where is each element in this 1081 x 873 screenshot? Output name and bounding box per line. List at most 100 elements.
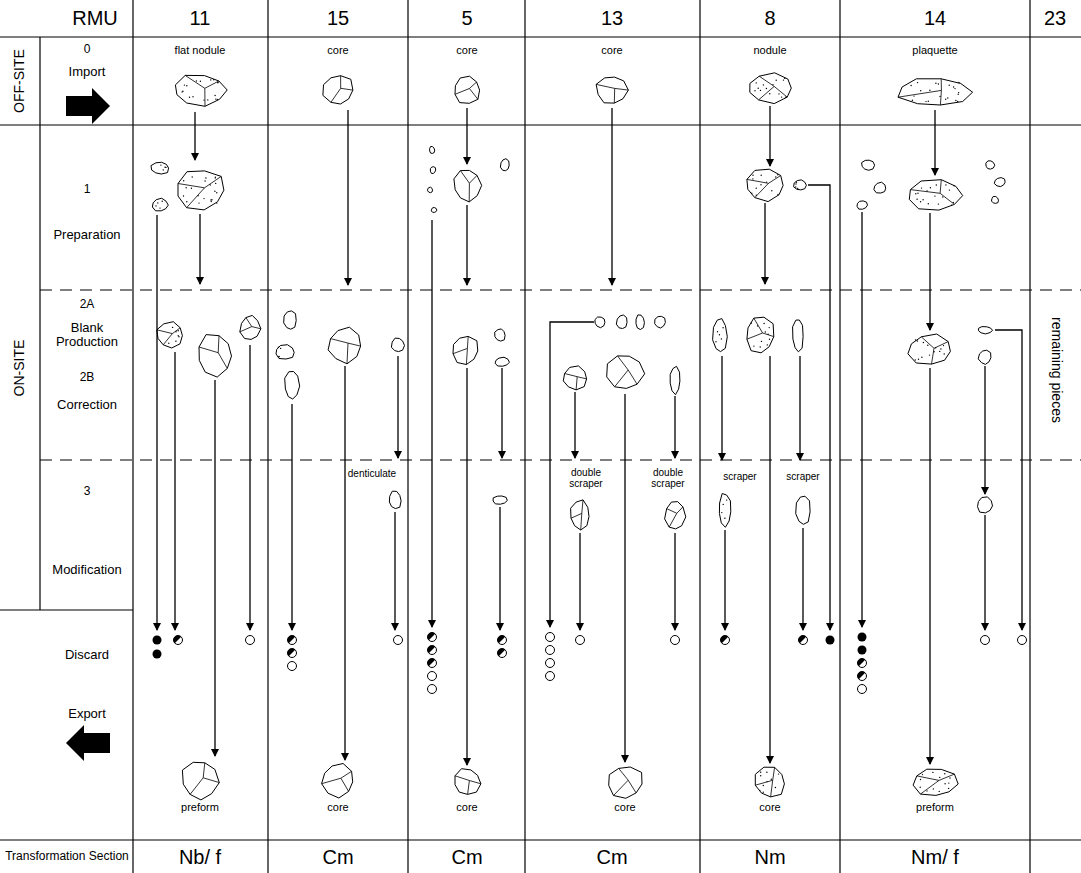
cortex-dot	[944, 783, 945, 784]
table-label: core	[614, 801, 635, 813]
cortex-dot	[927, 345, 928, 346]
table-label: 14	[924, 7, 946, 29]
lithic-sketch	[609, 767, 642, 798]
facet-line	[199, 347, 227, 368]
table-label: flat nodule	[175, 44, 226, 56]
facet-line	[322, 771, 352, 783]
lithic-sketch	[747, 317, 774, 353]
cortex-dot	[921, 187, 922, 188]
cortex-dot	[915, 193, 916, 194]
cortex-dot	[957, 101, 958, 102]
table-label: remaining pieces	[1048, 317, 1063, 423]
grid-line	[1029, 0, 1030, 873]
flow-arrow	[769, 356, 770, 763]
cortex-dot	[942, 196, 943, 197]
cortex-dot	[189, 97, 190, 98]
lithic-sketch	[898, 79, 973, 105]
cortex-dot	[214, 191, 215, 192]
lithic-sketch	[175, 75, 227, 106]
discard-dot	[671, 636, 680, 645]
cortex-dot	[936, 184, 937, 185]
table-label: 13	[601, 7, 623, 29]
facet-line	[771, 767, 775, 797]
cortex-dot	[203, 198, 204, 199]
discard-dot-half	[427, 632, 435, 640]
flow-arrow	[611, 108, 612, 285]
cortex-dot	[215, 183, 216, 184]
cortex-dot	[953, 185, 954, 186]
lithic-sketch	[563, 366, 586, 390]
cortex-dot	[217, 82, 218, 83]
lithic-sketch	[719, 494, 730, 528]
cortex-dot	[726, 499, 727, 500]
discard-dot-half	[173, 635, 181, 643]
cortex-dot	[949, 85, 950, 86]
lithic-sketch	[455, 76, 480, 103]
facet-line	[747, 179, 769, 183]
discard-dot	[576, 636, 585, 645]
flow-arrow	[929, 213, 930, 330]
cortex-dot	[722, 327, 723, 328]
facet-line	[341, 778, 349, 791]
cortex-dot	[763, 84, 764, 85]
facet-line	[203, 778, 219, 783]
discard-dot	[546, 646, 555, 655]
cortex-dot	[759, 790, 760, 791]
cortex-dot	[757, 325, 758, 326]
discard-dot	[428, 672, 437, 681]
cortex-dot	[760, 184, 761, 185]
cortex-dot	[767, 344, 768, 345]
table-label: Export	[68, 707, 106, 721]
lithic-sketch	[151, 162, 169, 174]
flow-arrow	[764, 203, 765, 284]
grid-line	[39, 37, 40, 610]
flow-arrow	[199, 214, 200, 284]
grid-line	[699, 0, 700, 873]
cortex-dot	[929, 90, 930, 91]
cortex-dot	[958, 94, 959, 95]
lithic-sketch	[978, 350, 991, 364]
lithic-sketch	[978, 497, 993, 513]
flow-arrow	[721, 356, 722, 460]
table-label: preform	[916, 801, 954, 813]
discard-dot	[858, 633, 867, 642]
table-label: core	[456, 44, 477, 56]
cortex-dot	[939, 777, 940, 778]
cortex-dot	[278, 347, 279, 348]
facet-line	[940, 79, 941, 105]
cortex-dot	[775, 787, 776, 788]
cortex-dot	[760, 775, 761, 776]
lithic-sketch	[750, 73, 792, 104]
cortex-dot	[172, 327, 173, 328]
facet-line	[576, 377, 577, 390]
cortex-dot	[938, 203, 939, 204]
facet-line	[669, 507, 683, 527]
table-label: 15	[327, 7, 349, 29]
cortex-dot	[165, 167, 166, 168]
discard-dot	[428, 685, 437, 694]
lithic-sketch	[909, 180, 962, 210]
discard-dot-half	[857, 658, 865, 666]
discard-dot	[799, 636, 808, 645]
cortex-dot	[940, 348, 941, 349]
lithic-sketch	[199, 335, 232, 378]
cortex-dot	[763, 785, 764, 786]
table-label: Cm	[596, 846, 627, 868]
facet-line	[163, 328, 180, 345]
table-label: Cm	[451, 846, 482, 868]
cortex-dot	[772, 84, 773, 85]
table-label: 8	[764, 7, 775, 29]
cortex-dot	[217, 99, 218, 100]
cortex-dot	[761, 341, 762, 342]
cortex-dot	[721, 338, 722, 339]
cortex-dot	[155, 205, 156, 206]
cortex-dot	[948, 788, 949, 789]
cortex-dot	[925, 101, 926, 102]
cortex-dot	[183, 195, 184, 196]
table-label: core	[456, 801, 477, 813]
flow-arrow	[344, 366, 345, 760]
cortex-dot	[162, 201, 163, 202]
cortex-dot	[917, 82, 918, 83]
cortex-dot	[769, 93, 770, 94]
cortex-dot	[178, 330, 179, 331]
